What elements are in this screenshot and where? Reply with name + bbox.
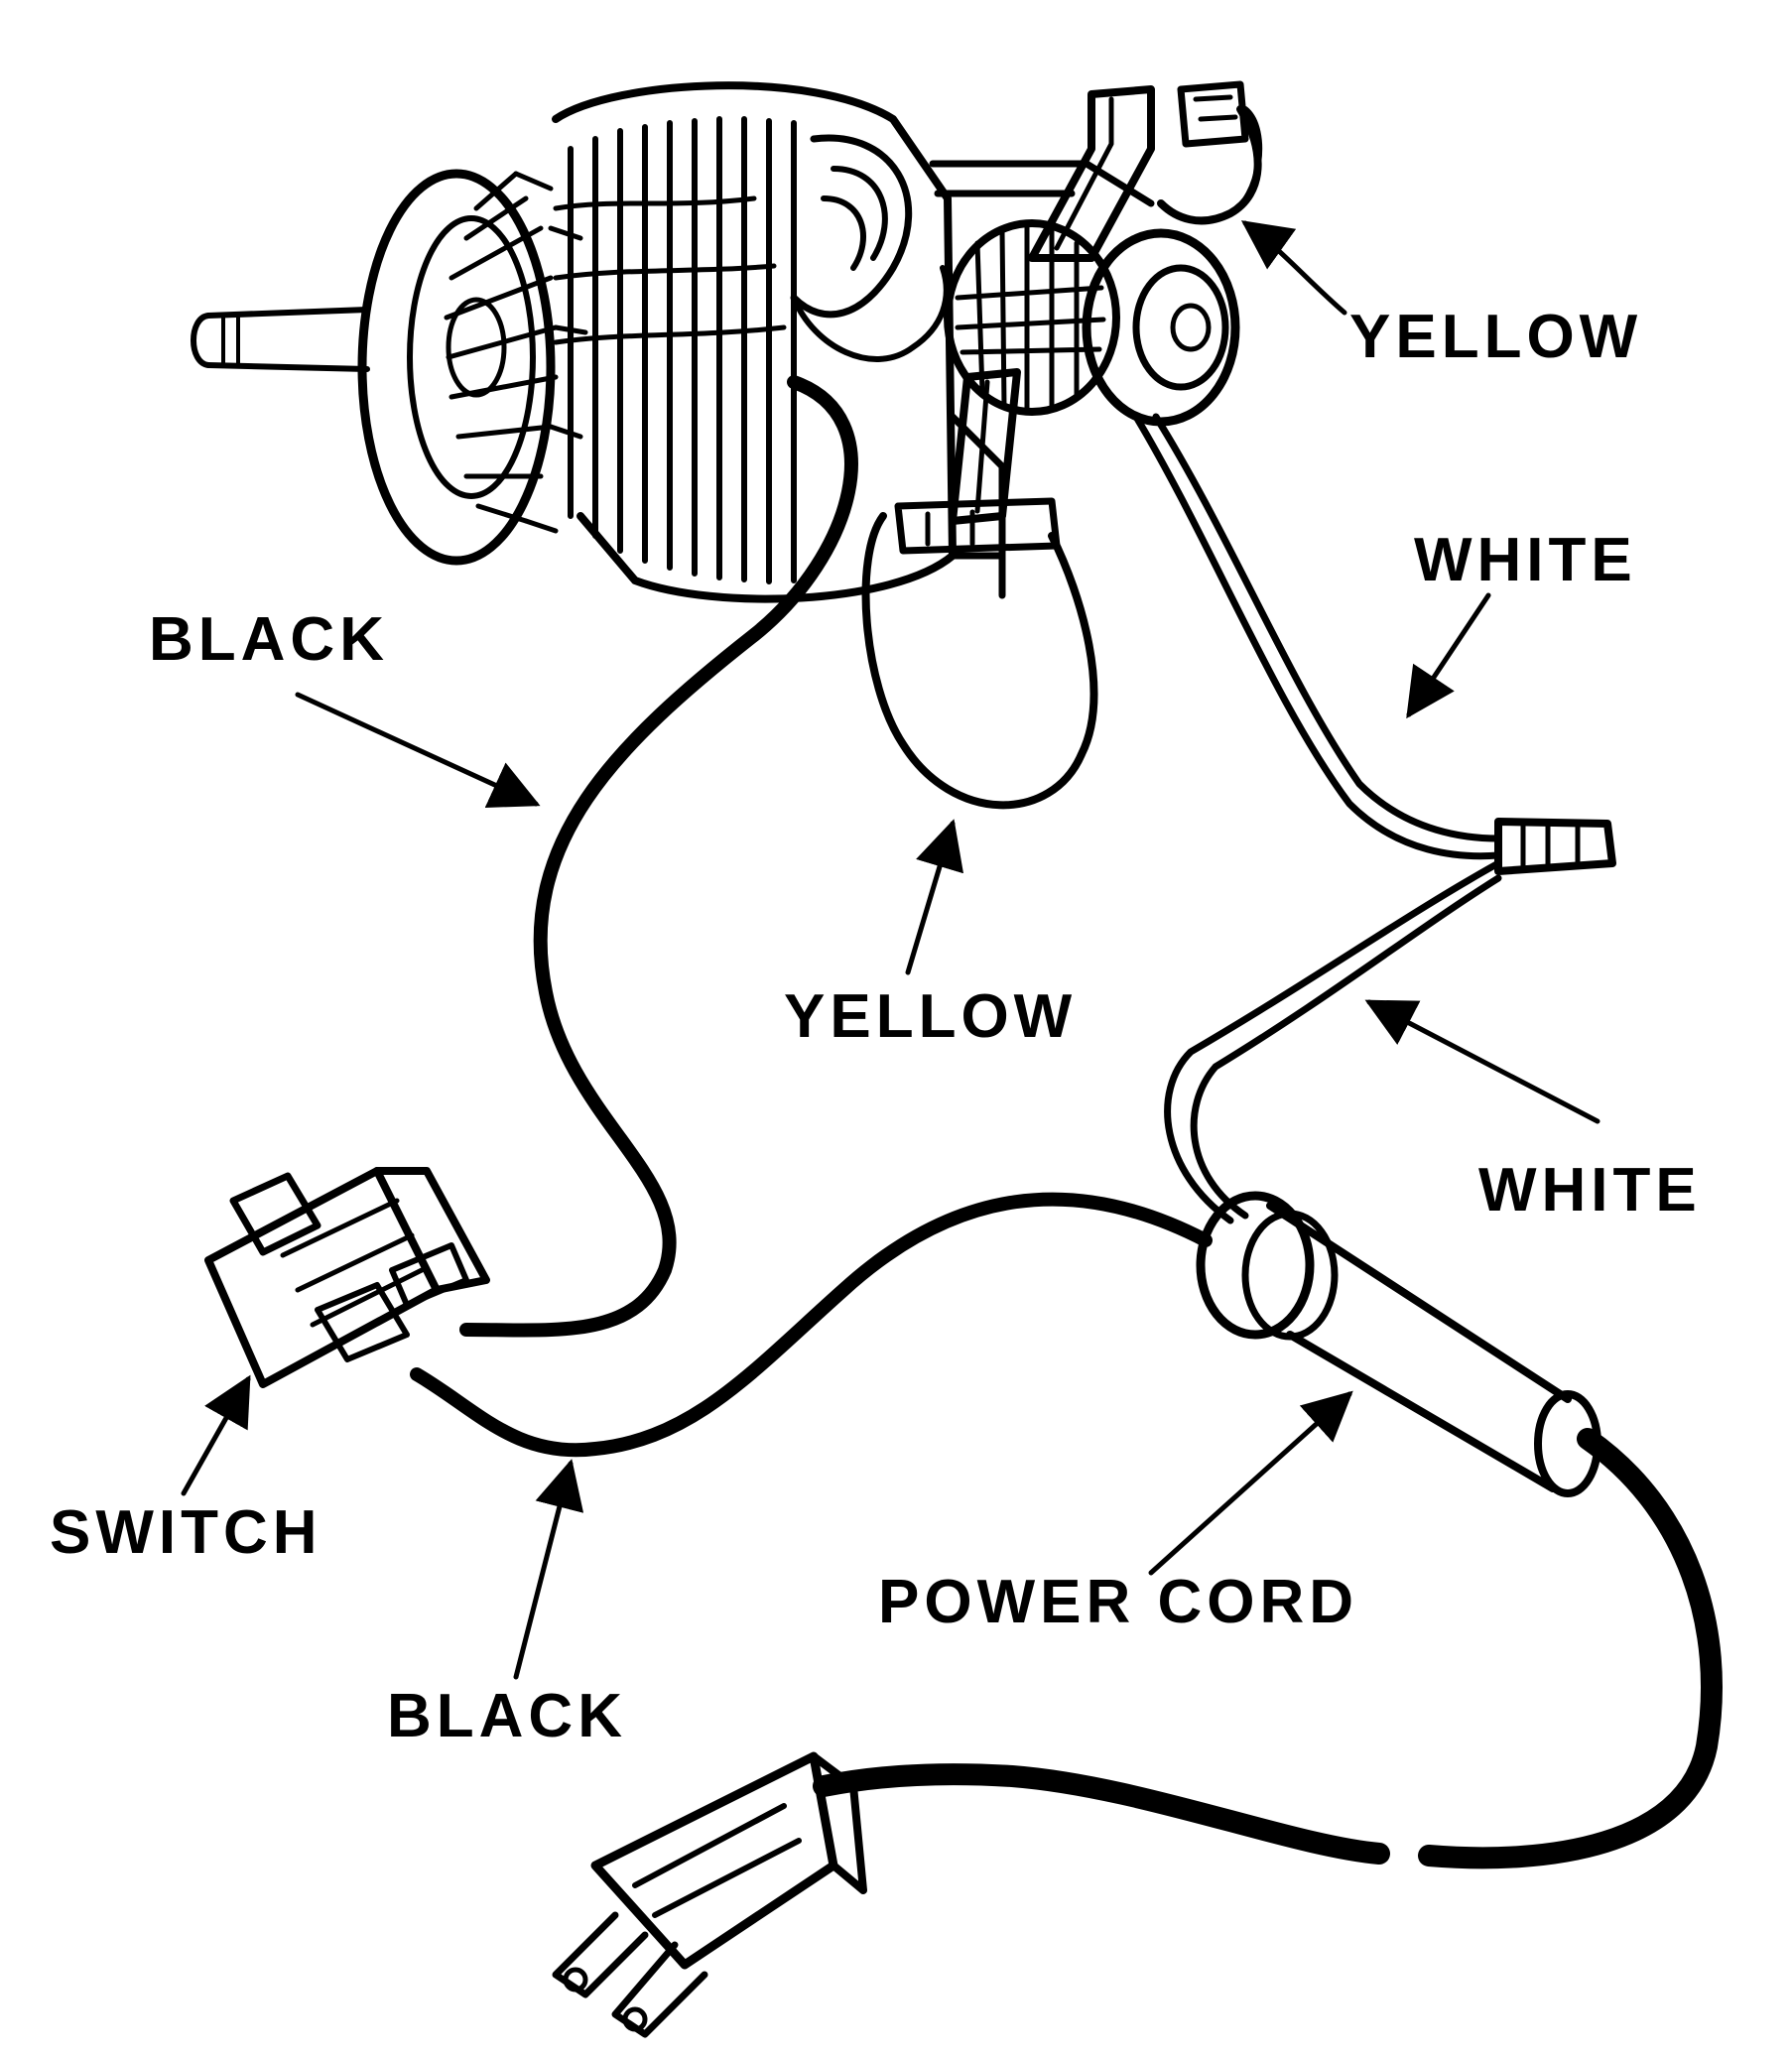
motor-shaft	[191, 307, 370, 372]
label-yellow-top: YELLOW	[1349, 303, 1642, 371]
brush-holder-top	[1028, 85, 1155, 262]
power-cord	[813, 1428, 1723, 1869]
wire-yellow-top	[1157, 105, 1262, 225]
label-black-bottom: BLACK	[387, 1682, 627, 1750]
wire-white-upper	[1152, 413, 1502, 842]
wire-nut	[1494, 818, 1616, 875]
leader-arrows	[181, 220, 1600, 1680]
switch	[204, 1167, 490, 1388]
motor-stator	[552, 81, 957, 603]
motor-assembly	[191, 80, 1263, 603]
power-cord-strain-relief	[1196, 1191, 1601, 1497]
label-power-cord: POWER CORD	[878, 1568, 1358, 1636]
label-yellow-mid: YELLOW	[784, 982, 1077, 1051]
wire-black-switch-cord	[410, 1192, 1213, 1458]
wire-black-motor-switch	[459, 375, 858, 1338]
label-switch: SWITCH	[50, 1498, 322, 1567]
plug	[552, 1751, 867, 2038]
label-white-top: WHITE	[1414, 526, 1637, 594]
label-black-top: BLACK	[149, 605, 389, 674]
wire-white-lower	[1164, 859, 1502, 1224]
motor-fan	[357, 169, 588, 566]
commutator	[944, 219, 1240, 427]
wire-yellow-loop	[861, 512, 1098, 810]
label-white-mid: WHITE	[1478, 1156, 1702, 1224]
